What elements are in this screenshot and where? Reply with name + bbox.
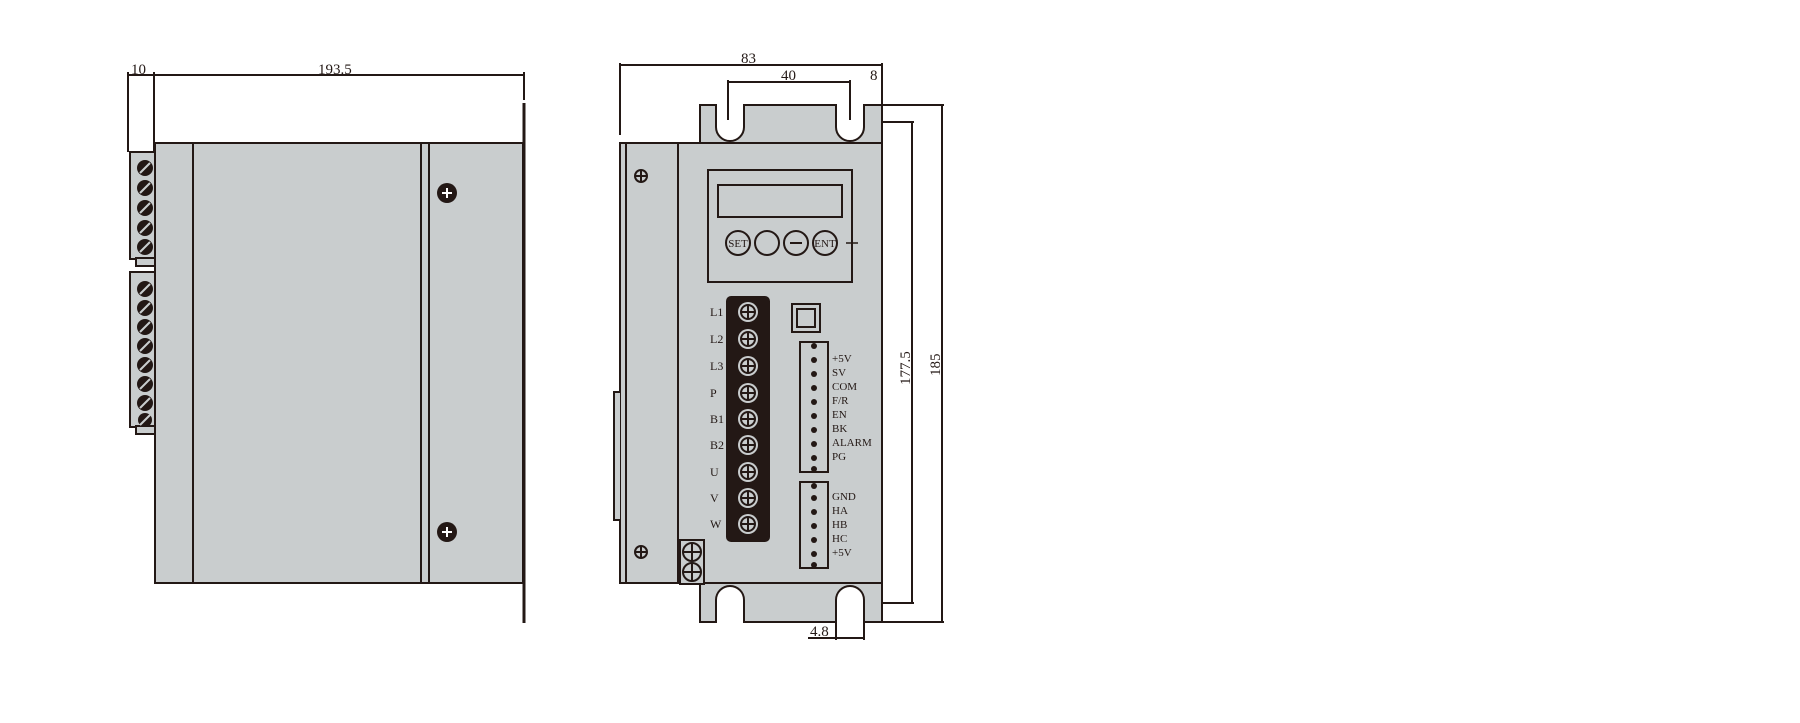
minus-button[interactable] xyxy=(783,230,809,256)
dim-slot-spacing: 40 xyxy=(781,68,796,84)
side-view xyxy=(127,72,526,623)
dim-slot-width: 4.8 xyxy=(810,624,829,640)
terminal-label-l1: L1 xyxy=(710,305,723,319)
side-mount-screw-top-icon xyxy=(437,183,457,203)
control-connector-pins xyxy=(811,343,817,472)
dim-body-length: 193.5 xyxy=(318,62,352,78)
svg-text:BK: BK xyxy=(832,423,847,435)
terminal-label-l3: L3 xyxy=(710,359,723,373)
terminal-label-b1: B1 xyxy=(710,412,724,426)
keypad: SET ENT xyxy=(725,230,858,256)
svg-text:HA: HA xyxy=(832,505,848,517)
power-terminal-block xyxy=(726,296,770,542)
side-terminal-screws xyxy=(137,160,153,427)
terminal-label-b2: B2 xyxy=(710,438,724,452)
dim-height-inner: 177.5 xyxy=(898,351,914,385)
set-button[interactable]: SET xyxy=(725,230,751,256)
side-mount-screw-bottom-icon xyxy=(437,522,457,542)
front-mount-screw-bottom-icon xyxy=(634,545,648,559)
dim-slot-offset: 8 xyxy=(870,68,878,84)
front-mount-screw-top-icon xyxy=(634,169,648,183)
svg-text:GND: GND xyxy=(832,491,856,503)
svg-text:EN: EN xyxy=(832,409,847,421)
svg-text:ENT: ENT xyxy=(814,238,836,250)
blank-button[interactable] xyxy=(754,230,780,256)
svg-text:F/R: F/R xyxy=(832,395,849,407)
svg-text:HC: HC xyxy=(832,533,847,545)
front-view xyxy=(613,63,944,640)
dim-width: 83 xyxy=(741,51,756,67)
terminal-label-u: U xyxy=(710,465,719,479)
power-terminal-labels: L1 L2 L3 P B1 B2 U V W xyxy=(710,305,724,531)
svg-text:HB: HB xyxy=(832,519,847,531)
terminal-label-v: V xyxy=(710,491,719,505)
ground-terminal xyxy=(679,539,705,585)
dim-height-outer: 185 xyxy=(928,354,944,377)
svg-text:ALARM: ALARM xyxy=(832,437,872,449)
svg-text:SET: SET xyxy=(728,238,748,250)
svg-text:+5V: +5V xyxy=(832,353,852,365)
terminal-label-w: W xyxy=(710,517,722,531)
terminal-label-l2: L2 xyxy=(710,332,723,346)
hall-connector-pins xyxy=(811,483,817,568)
hall-connector-labels: GND HA HB HC +5V xyxy=(832,491,856,559)
terminal-label-p: P xyxy=(710,386,717,400)
dim-terminal-depth: 10 xyxy=(131,62,146,78)
svg-text:+5V: +5V xyxy=(832,547,852,559)
ent-button[interactable]: ENT xyxy=(812,230,838,256)
svg-text:COM: COM xyxy=(832,381,857,393)
svg-text:PG: PG xyxy=(832,451,846,463)
control-connector-labels: +5V SV COM F/R EN BK ALARM PG xyxy=(832,353,872,463)
svg-text:SV: SV xyxy=(832,367,846,379)
